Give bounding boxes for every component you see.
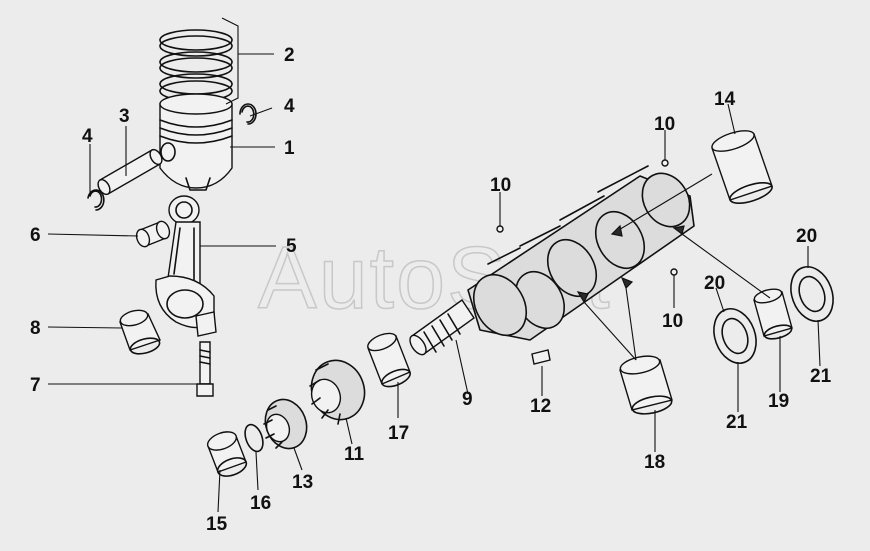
callout-6: 6 (30, 225, 41, 246)
front-bearing (367, 332, 411, 388)
rear-sleeve (711, 130, 773, 205)
thrust-washer-left (713, 308, 757, 364)
callout-20-left: 20 (704, 273, 725, 294)
callout-19: 19 (768, 391, 789, 412)
callout-8: 8 (30, 318, 41, 339)
piston-rings (159, 29, 233, 102)
connecting-rod (155, 195, 217, 337)
callout-18: 18 (644, 452, 665, 473)
callout-10-top: 10 (654, 114, 675, 135)
callout-9: 9 (462, 389, 473, 410)
conrod-bearing (119, 309, 161, 355)
callout-4-right: 4 (284, 96, 295, 117)
callout-17: 17 (388, 423, 409, 444)
callout-12: 12 (530, 396, 551, 417)
callout-15: 15 (206, 514, 228, 535)
woodruff-key (531, 349, 551, 365)
front-sleeve (206, 431, 248, 477)
crank-gear-small (263, 398, 308, 450)
callout-2: 2 (284, 45, 295, 66)
main-bearing (619, 355, 673, 415)
small-end-bushing (135, 220, 171, 248)
callout-10-bottom: 10 (662, 311, 683, 332)
cap-bolt (196, 341, 214, 397)
crank-gear-large (309, 359, 366, 425)
callout-10-left: 10 (490, 175, 511, 196)
callout-20-right: 20 (796, 226, 817, 247)
callout-11: 11 (344, 444, 365, 465)
thrust-bearing (753, 288, 793, 340)
callout-3: 3 (119, 106, 130, 127)
piston (159, 93, 233, 191)
callout-7: 7 (30, 375, 41, 396)
callout-21-left: 21 (726, 412, 748, 433)
callout-1: 1 (284, 138, 295, 159)
piston-pin (97, 148, 163, 196)
callout-21-right: 21 (810, 366, 832, 387)
thrust-washer-right (790, 266, 834, 322)
callout-16: 16 (250, 493, 271, 514)
seal-ring (244, 423, 264, 453)
callout-13: 13 (292, 472, 313, 493)
leader-lines (47, 17, 821, 513)
callout-14: 14 (714, 89, 736, 110)
callout-4-left: 4 (82, 126, 93, 147)
callout-5: 5 (286, 236, 297, 257)
arrowheads (576, 224, 685, 304)
circlip-right (239, 103, 257, 125)
